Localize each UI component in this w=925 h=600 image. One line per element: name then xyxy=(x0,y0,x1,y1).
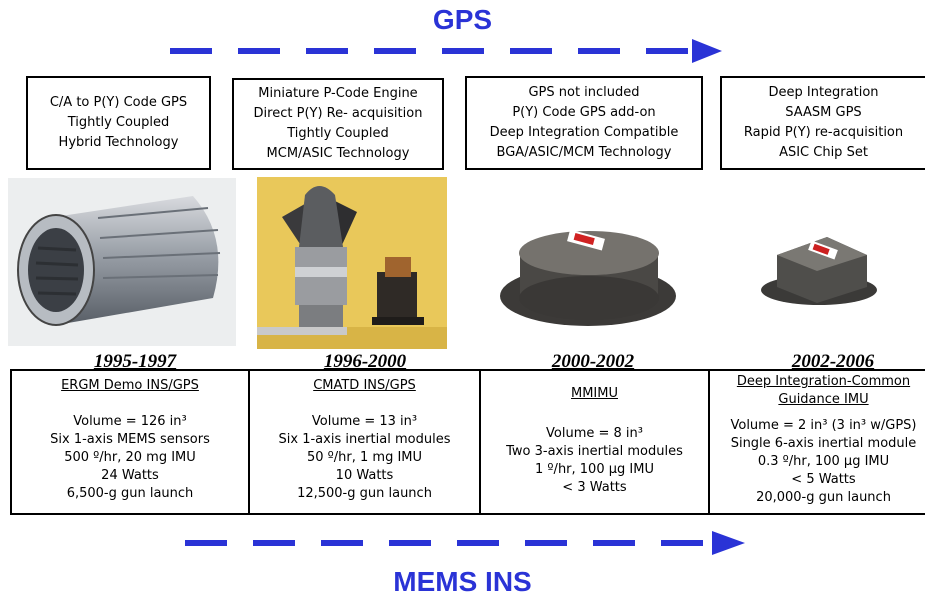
mems-ins-title: MEMS INS xyxy=(393,566,532,597)
ergm-unit-photo xyxy=(8,178,236,346)
spec-line: Volume = 2 in³ (3 in³ w/GPS) xyxy=(730,418,917,433)
gps-timeline-arrow xyxy=(170,39,722,63)
spec-line: 50 º/hr, 1 mg IMU xyxy=(306,450,423,465)
gps-box-line: ASIC Chip Set xyxy=(779,145,868,160)
mems-timeline-arrow xyxy=(185,531,745,555)
cmatd-unit-photo xyxy=(257,177,447,349)
spec-line: 10 Watts xyxy=(335,468,394,483)
spec-line: Volume = 13 in³ xyxy=(311,414,418,429)
spec-line: < 5 Watts xyxy=(791,472,856,487)
gps-box-line: BGA/ASIC/MCM Technology xyxy=(496,145,672,160)
gps-box-line: Hybrid Technology xyxy=(58,135,179,150)
gps-box-line: Tightly Coupled xyxy=(67,115,170,130)
di-cgimu-unit-photo xyxy=(761,237,877,305)
spec-line: Single 6-axis inertial module xyxy=(730,436,917,451)
gps-box-line: C/A to P(Y) Code GPS xyxy=(49,95,188,110)
spec-line: 6,500-g gun launch xyxy=(66,486,194,501)
spec-table: ERGM Demo INS/GPS Volume = 126 in³ Six 1… xyxy=(10,369,925,515)
spec-line: Two 3-axis inertial modules xyxy=(506,444,683,459)
gps-box-line: Deep Integration Compatible xyxy=(489,125,679,140)
date-3: 2000-2002 xyxy=(551,351,635,372)
product-name: MMIMU xyxy=(571,386,618,401)
date-2: 1996-2000 xyxy=(323,351,407,372)
gps-box-line: Miniature P-Code Engine xyxy=(258,86,418,101)
spec-cell-2: CMATD INS/GPS Volume = 13 in³ Six 1-axis… xyxy=(250,371,481,513)
gps-title: GPS xyxy=(432,4,493,35)
gps-box-line: Tightly Coupled xyxy=(287,126,389,141)
spec-line: Six 1-axis inertial modules xyxy=(278,432,451,447)
date-4: 2002-2006 xyxy=(791,351,875,372)
spec-cell-3: MMIMU Volume = 8 in³ Two 3-axis inertial… xyxy=(481,371,710,513)
spec-line: 20,000-g gun launch xyxy=(756,490,891,505)
gps-box-line: MCM/ASIC Technology xyxy=(266,146,410,161)
gps-box-line: Direct P(Y) Re- acquisition xyxy=(253,106,423,121)
product-name-line: Guidance IMU xyxy=(778,392,869,407)
gps-box-line: Rapid P(Y) re-acquisition xyxy=(743,125,904,140)
gps-box-line: P(Y) Code GPS add-on xyxy=(512,105,656,120)
gps-box-line: GPS not included xyxy=(528,85,640,100)
gps-box-4: Deep Integration SAASM GPS Rapid P(Y) re… xyxy=(720,76,925,170)
gps-box-line: SAASM GPS xyxy=(785,105,862,120)
spec-line: 24 Watts xyxy=(101,468,159,483)
spec-cell-1: ERGM Demo INS/GPS Volume = 126 in³ Six 1… xyxy=(12,371,250,513)
mmimu-unit-photo xyxy=(500,229,676,326)
spec-line: 1 º/hr, 100 µg IMU xyxy=(535,462,654,477)
spec-line: Volume = 126 in³ xyxy=(73,414,187,429)
spec-line: 500 º/hr, 20 mg IMU xyxy=(64,450,196,465)
product-name: ERGM Demo INS/GPS xyxy=(61,378,199,393)
gps-box-line: Deep Integration xyxy=(768,85,879,100)
gps-box-1: C/A to P(Y) Code GPS Tightly Coupled Hyb… xyxy=(26,76,211,170)
product-name-line: Deep Integration-Common xyxy=(736,374,911,389)
spec-line: Volume = 8 in³ xyxy=(546,426,643,441)
date-1: 1995-1997 xyxy=(93,351,177,372)
spec-line: 0.3 º/hr, 100 µg IMU xyxy=(757,454,890,469)
spec-line: 12,500-g gun launch xyxy=(297,486,432,501)
spec-line: < 3 Watts xyxy=(562,480,627,495)
spec-line: Six 1-axis MEMS sensors xyxy=(50,432,210,447)
product-name: CMATD INS/GPS xyxy=(313,378,416,393)
spec-cell-4: Deep Integration-Common Guidance IMU Vol… xyxy=(710,371,925,513)
gps-box-3: GPS not included P(Y) Code GPS add-on De… xyxy=(465,76,703,170)
gps-box-2: Miniature P-Code Engine Direct P(Y) Re- … xyxy=(232,78,444,170)
